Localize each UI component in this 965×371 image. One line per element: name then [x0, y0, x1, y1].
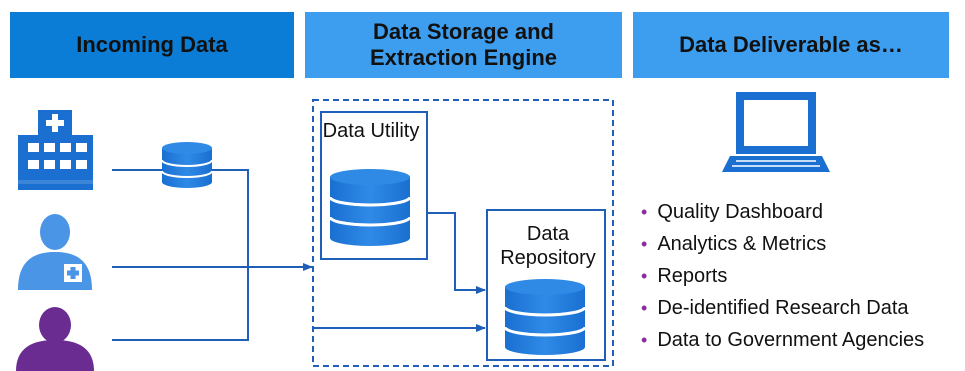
- deliverable-label: Data to Government Agencies: [657, 329, 925, 351]
- patient-icon: [16, 307, 94, 371]
- monitor-icon: [722, 92, 830, 172]
- deliverable-item: • Analytics & Metrics: [641, 228, 924, 260]
- connectors: [112, 169, 486, 341]
- deliverable-item: • Quality Dashboard: [641, 196, 924, 228]
- bullet-dot-icon: •: [641, 202, 648, 222]
- engine-boundary: [312, 99, 614, 367]
- hospital-icon: [18, 110, 93, 190]
- repository-database-icon: [503, 279, 587, 355]
- deliverable-label: De-identified Research Data: [657, 297, 909, 319]
- header-incoming-label: Incoming Data: [76, 32, 228, 57]
- header-storage-engine: Data Storage and Extraction Engine: [305, 12, 622, 78]
- database-icon: [161, 142, 213, 188]
- deliverable-item: • De-identified Research Data: [641, 292, 924, 324]
- bullet-dot-icon: •: [641, 298, 648, 318]
- clinician-icon: [18, 214, 92, 290]
- deliverable-label: Quality Dashboard: [657, 201, 823, 223]
- header-incoming-data: Incoming Data: [10, 12, 294, 78]
- utility-database-icon: [328, 169, 412, 246]
- deliverables-list: • Quality Dashboard • Analytics & Metrics • R…: [641, 196, 924, 356]
- data-utility-label: Data Utility: [322, 120, 420, 142]
- bullet-dot-icon: •: [641, 234, 648, 254]
- deliverable-item: • Reports: [641, 260, 924, 292]
- deliverable-label: Analytics & Metrics: [657, 233, 827, 255]
- deliverable-item: • Data to Government Agencies: [641, 324, 924, 356]
- data-repository-label: Data Repository: [500, 223, 596, 269]
- deliverable-label: Reports: [657, 265, 728, 287]
- header-deliverable-label: Data Deliverable as…: [679, 32, 903, 57]
- header-storage-label: Data Storage and Extraction Engine: [369, 19, 558, 70]
- header-deliverable: Data Deliverable as…: [633, 12, 949, 78]
- bullet-dot-icon: •: [641, 266, 648, 286]
- bullet-dot-icon: •: [641, 330, 648, 350]
